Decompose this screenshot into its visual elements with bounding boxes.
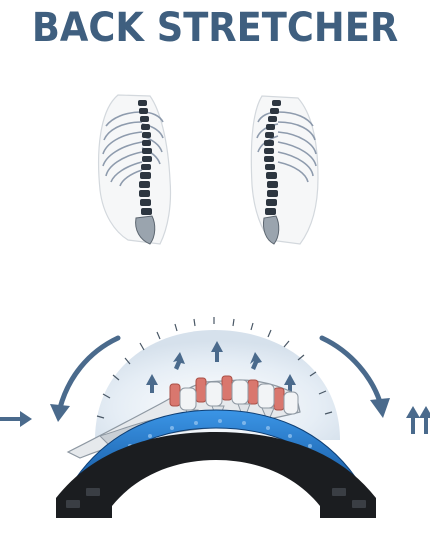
arrow-up-icon xyxy=(406,406,430,434)
left-torso-icon xyxy=(98,94,172,245)
curved-arrow-left-icon xyxy=(50,404,70,422)
curved-arrow-right-icon xyxy=(370,398,390,418)
page-title: BACK STRETCHER xyxy=(31,5,399,51)
direction-arrow-icon xyxy=(146,341,296,393)
stretcher-scene xyxy=(0,317,430,518)
tick-ring xyxy=(96,317,333,419)
stretcher-base xyxy=(56,432,376,518)
right-torso-icon xyxy=(250,95,319,245)
arrow-right-icon xyxy=(0,411,32,427)
